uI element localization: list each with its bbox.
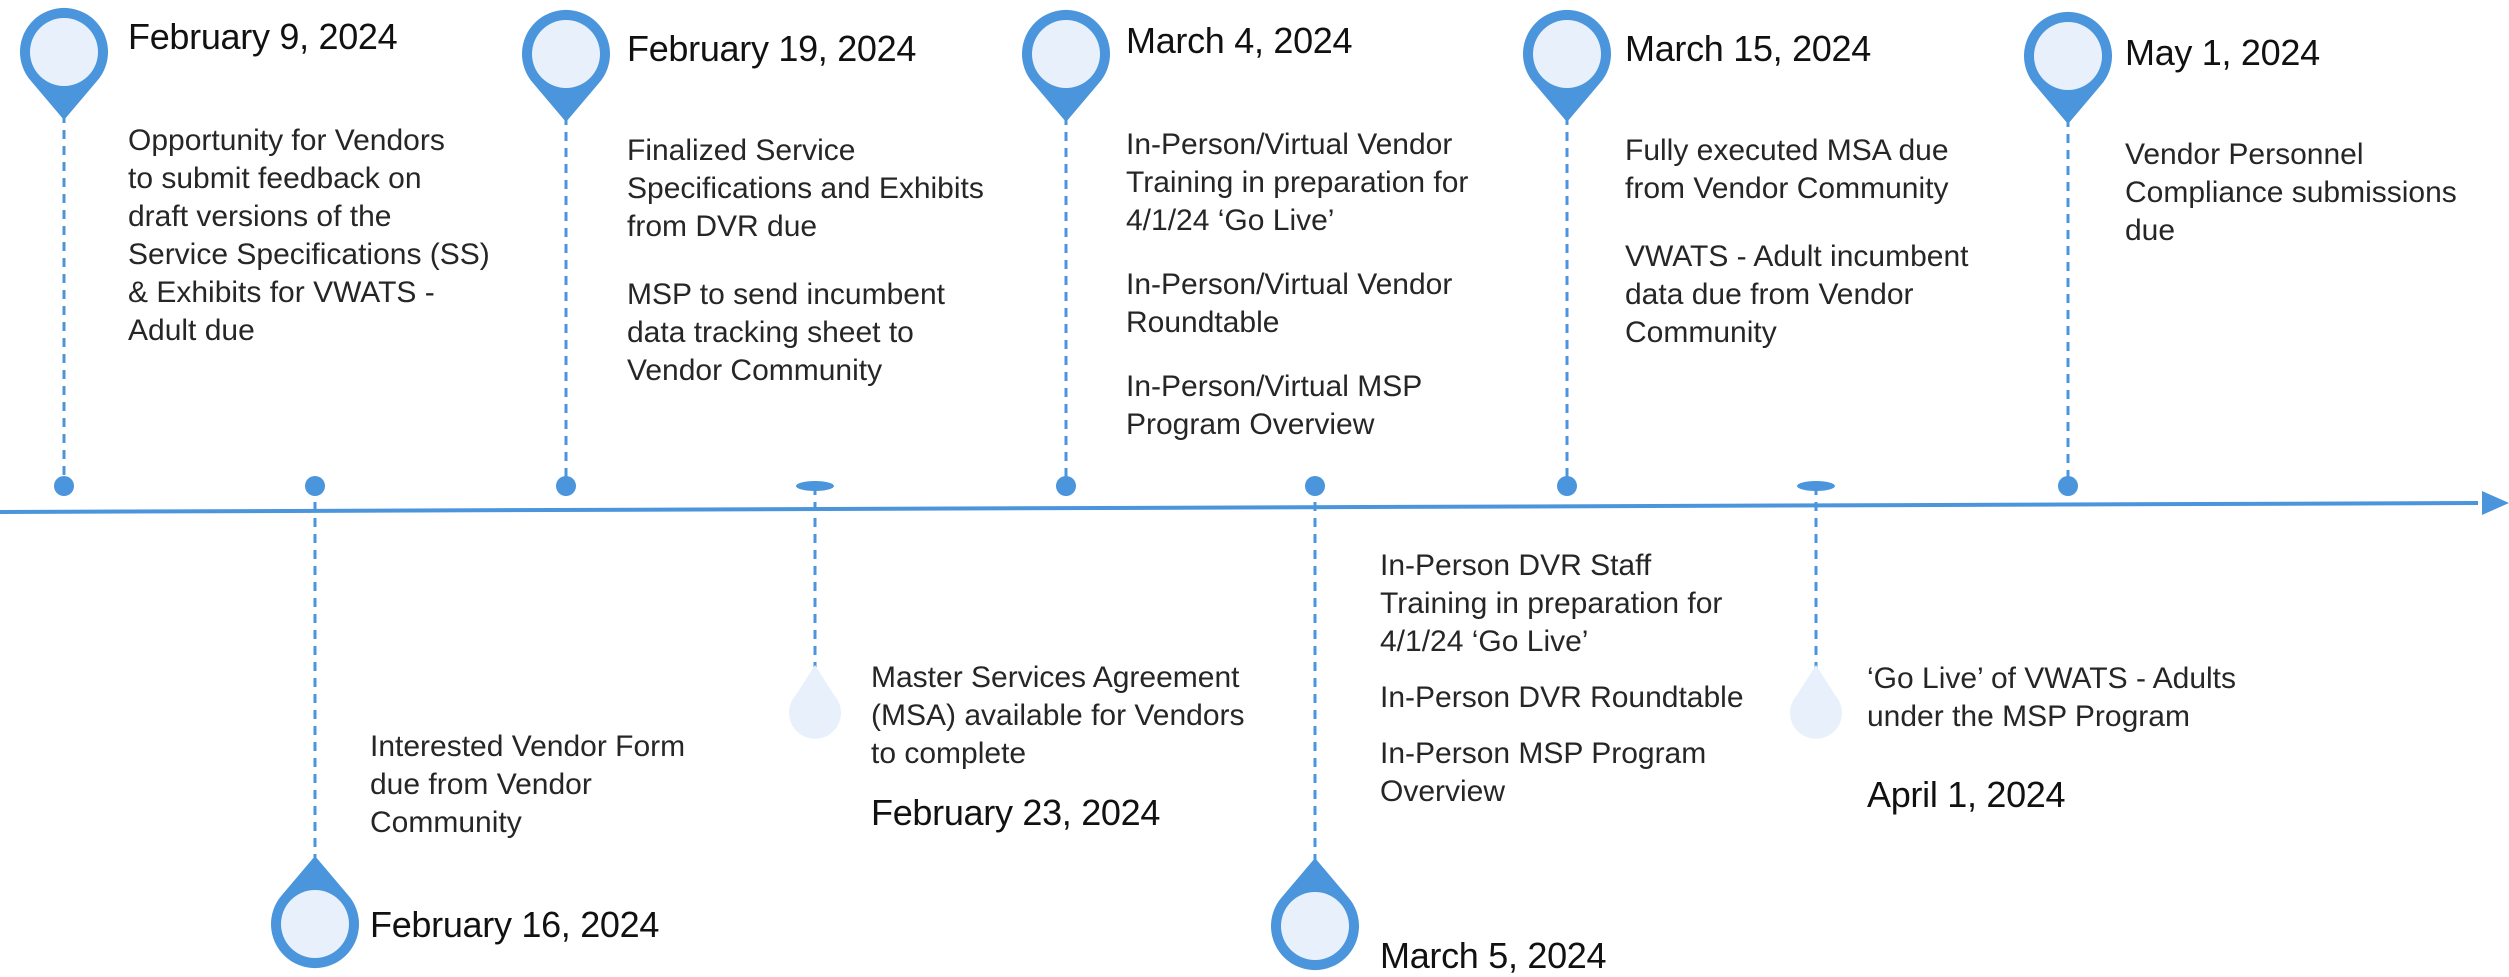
axis-dot-mar15 (1557, 476, 1577, 496)
map-pin-inner (281, 890, 349, 958)
event-item: ‘Go Live’ of VWATS - Adults under the MS… (1867, 662, 2237, 733)
event-item: Interested Vendor Form due from Vendor C… (370, 730, 686, 839)
event-item: In-Person MSP Program Overview (1380, 737, 1707, 808)
timeline-axis (0, 501, 2479, 514)
axis-dot-mar5 (1305, 476, 1325, 496)
axis-dot-may1 (2058, 476, 2078, 496)
event-items-may1: Vendor Personnel Compliance submissions … (2125, 136, 2485, 280)
event-date-may1: May 1, 2024 (2125, 32, 2320, 73)
event-date-feb16: February 16, 2024 (370, 904, 660, 945)
event-date-mar15: March 15, 2024 (1625, 28, 1871, 69)
event-items-apr1: ‘Go Live’ of VWATS - Adults under the MS… (1867, 660, 2287, 766)
axis-anchor-apr1 (1797, 481, 1835, 491)
event-items-feb16: Interested Vendor Form due from Vendor C… (370, 728, 750, 872)
event-items-feb23: Master Services Agreement (MSA) availabl… (871, 659, 1291, 803)
event-items-feb9: Opportunity for Vendors to submit feedba… (128, 122, 528, 380)
map-pin-inner (1281, 892, 1349, 960)
drop-marker-icon (1790, 665, 1843, 739)
event-date-mar5: March 5, 2024 (1380, 935, 1607, 976)
event-item: Vendor Personnel Compliance submissions … (2125, 138, 2457, 247)
map-pin-inner (1032, 20, 1100, 88)
timeline-arrowhead (2482, 491, 2509, 515)
event-date-feb9: February 9, 2024 (128, 16, 398, 57)
axis-dot-feb16 (305, 476, 325, 496)
event-date-feb23: February 23, 2024 (871, 792, 1161, 833)
event-item: In-Person/Virtual Vendor Training in pre… (1126, 128, 1469, 237)
event-item: In-Person DVR Roundtable (1380, 681, 1744, 714)
axis-dot-feb19 (556, 476, 576, 496)
event-date-mar4: March 4, 2024 (1126, 20, 1353, 61)
axis-dot-feb9 (54, 476, 74, 496)
map-pin-inner (2034, 22, 2102, 90)
event-item: Master Services Agreement (MSA) availabl… (871, 661, 1245, 770)
drop-marker-icon (789, 665, 841, 739)
event-date-apr1: April 1, 2024 (1867, 774, 2066, 815)
event-item: Opportunity for Vendors to submit feedba… (128, 124, 490, 347)
axis-dot-mar4 (1056, 476, 1076, 496)
event-items-mar5: In-Person DVR Staff Training in preparat… (1380, 547, 1780, 841)
event-item: Fully executed MSA due from Vendor Commu… (1625, 134, 1949, 205)
map-pin-inner (532, 20, 600, 88)
event-items-mar4: In-Person/Virtual Vendor Training in pre… (1126, 126, 1526, 474)
event-item: MSP to send incumbent data tracking shee… (627, 278, 945, 387)
event-items-feb19: Finalized Service Specifications and Exh… (627, 132, 1047, 420)
event-items-mar15: Fully executed MSA due from Vendor Commu… (1625, 132, 2025, 382)
map-pin-inner (30, 18, 98, 86)
event-item: Finalized Service Specifications and Exh… (627, 134, 984, 243)
event-item: In-Person/Virtual Vendor Roundtable (1126, 268, 1453, 339)
axis-anchor-feb23 (796, 481, 834, 491)
event-item: VWATS - Adult incumbent data due from Ve… (1625, 240, 1969, 349)
map-pin-inner (1533, 20, 1601, 88)
event-item: In-Person DVR Staff Training in preparat… (1380, 549, 1723, 658)
event-item: In-Person/Virtual MSP Program Overview (1126, 370, 1423, 441)
event-date-feb19: February 19, 2024 (627, 28, 917, 69)
